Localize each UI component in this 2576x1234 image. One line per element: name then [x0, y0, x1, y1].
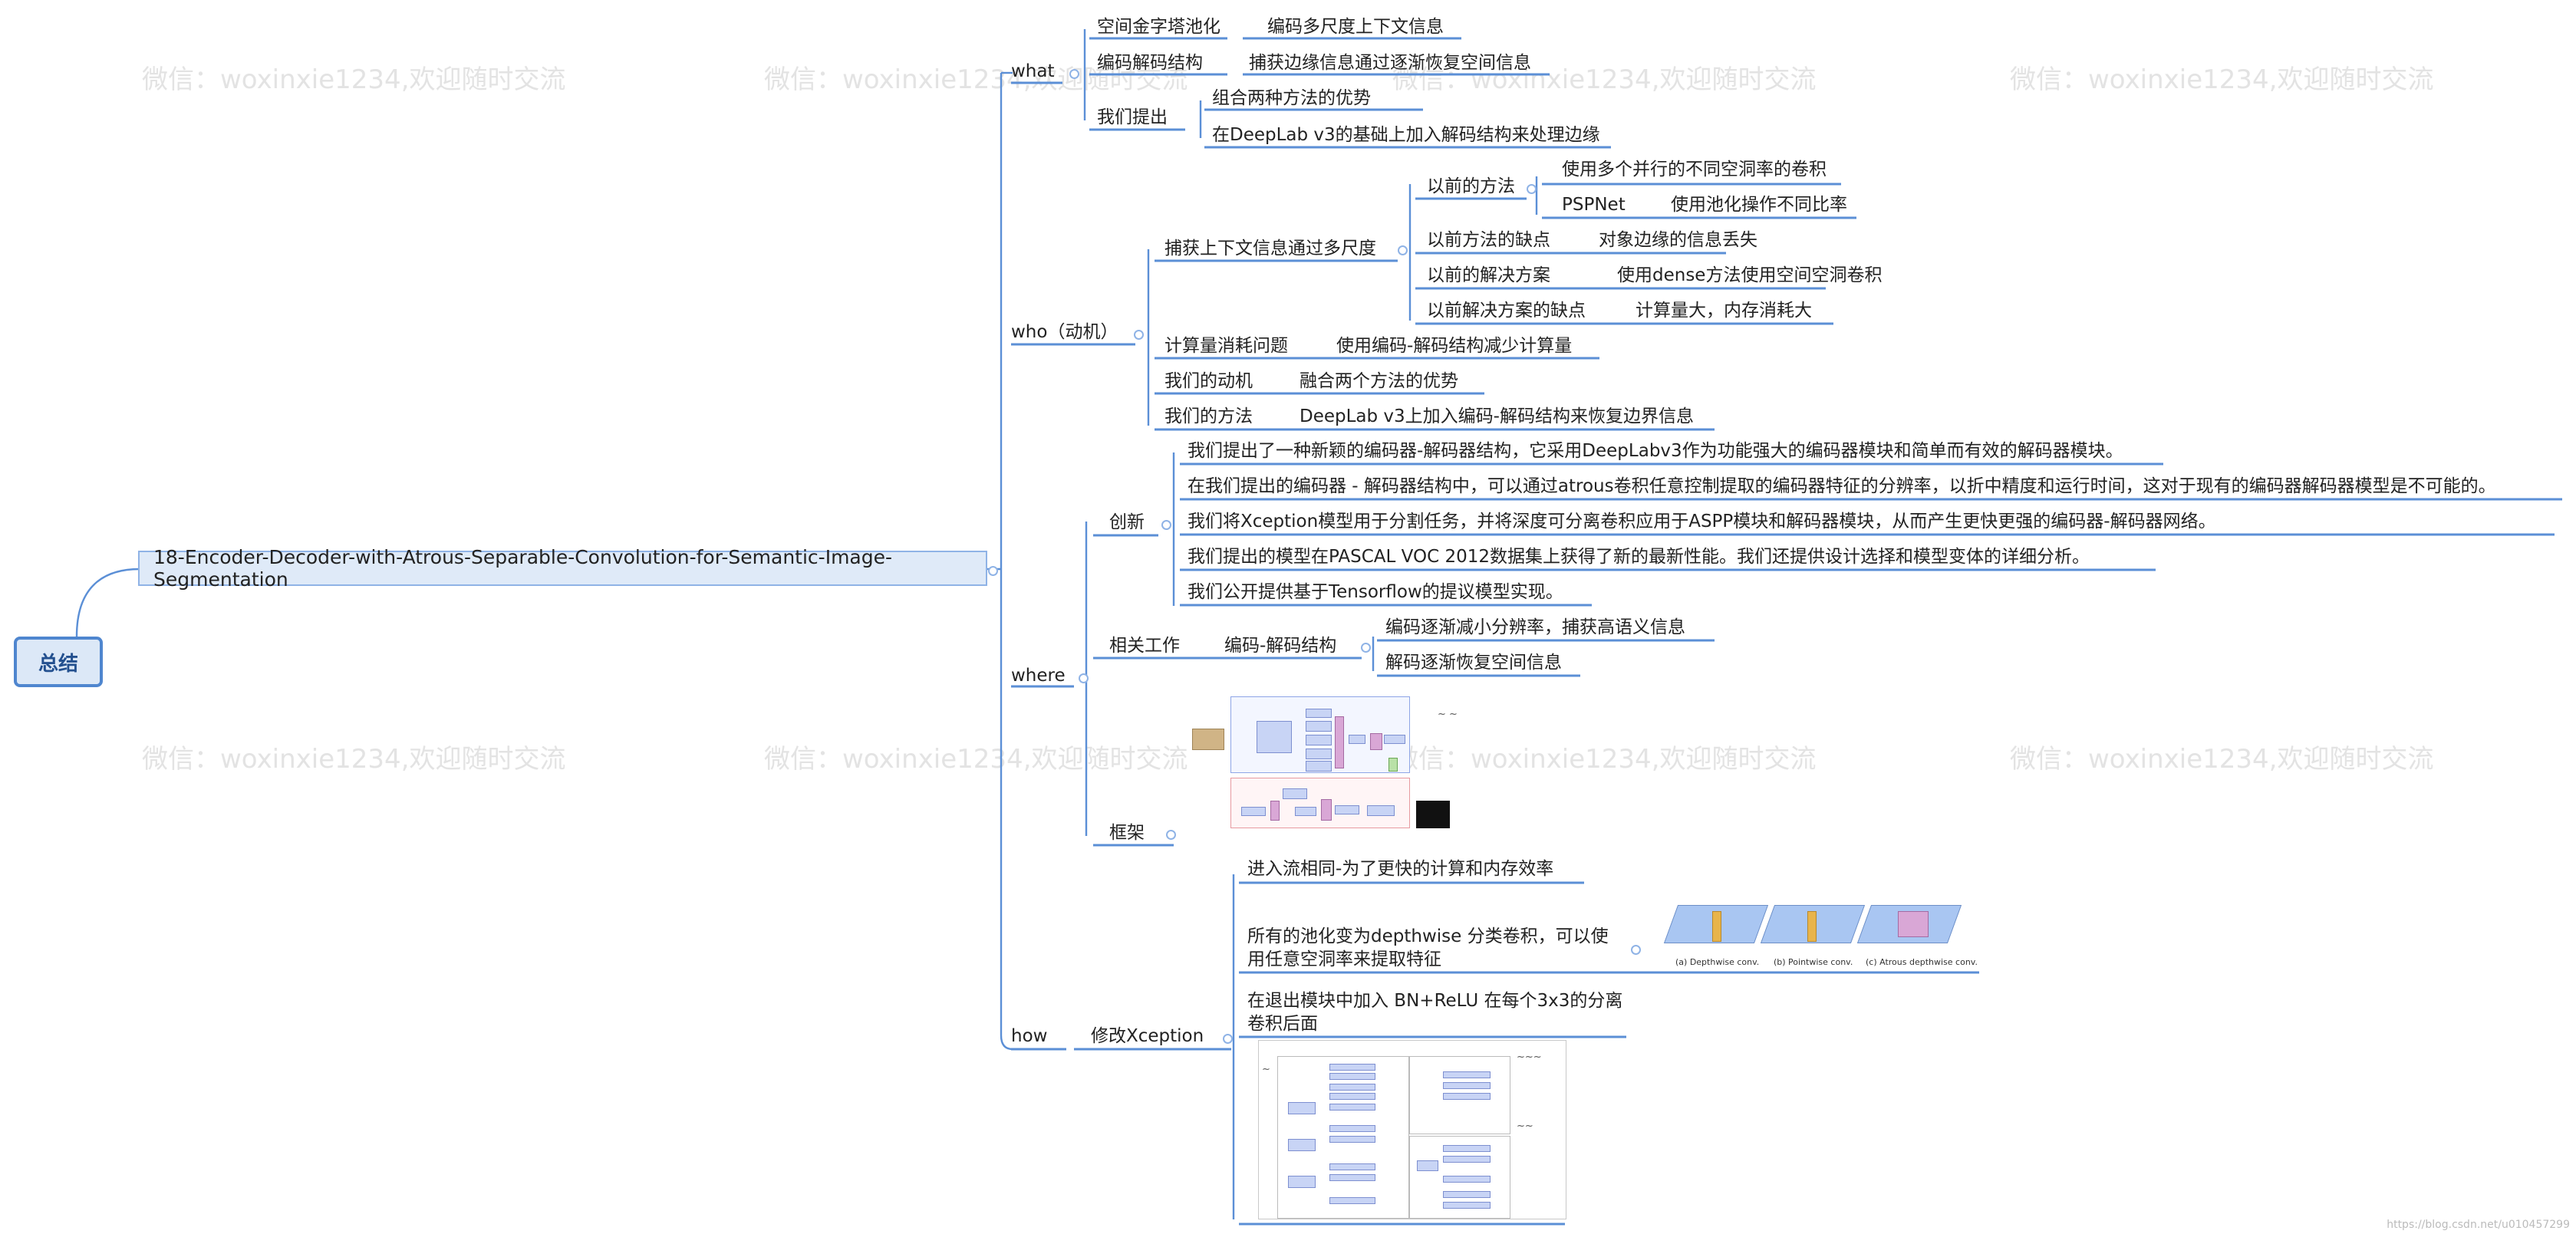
what-item-proposal[interactable]: 我们提出 [1097, 107, 1168, 127]
where-framework[interactable]: 框架 [1109, 823, 1145, 843]
what-proposal-child-2[interactable]: 在DeepLab v3的基础上加入解码结构来处理边缘 [1212, 125, 1600, 145]
watermark: 微信：woxinxie1234,欢迎随时交流 [142, 64, 566, 95]
where-related-grandchild-2[interactable]: 解码逐渐恢复空间信息 [1385, 653, 1562, 673]
innovation-item-1[interactable]: 我们提出了一种新颖的编码器-解码器结构，它采用DeepLabv3作为功能强大的编… [1188, 441, 2123, 461]
root-node[interactable]: 总结 [14, 637, 103, 687]
what-proposal-child-1[interactable]: 组合两种方法的优势 [1212, 88, 1371, 108]
innovation-item-4[interactable]: 我们提出的模型在PASCAL VOC 2012数据集上获得了新的最新性能。我们还… [1188, 547, 2090, 567]
depthwise-conv-figure: (a) Depthwise conv. (b) Pointwise conv. … [1663, 900, 1978, 969]
watermark: 微信：woxinxie1234,欢迎随时交流 [764, 64, 1188, 95]
xception-architecture-figure: ~ ~~~ ~~ [1258, 1040, 1566, 1219]
watermark: 微信：woxinxie1234,欢迎随时交流 [1392, 64, 1817, 95]
who-pspnet-child[interactable]: 使用池化操作不同比率 [1671, 195, 1847, 215]
branch-who[interactable]: who（动机） [1011, 322, 1118, 342]
innovation-item-3[interactable]: 我们将Xception模型用于分割任务，并将深度可分离卷积应用于ASPP模块和解… [1188, 512, 2216, 531]
watermark: 微信：woxinxie1234,欢迎随时交流 [2010, 744, 2434, 775]
who-method[interactable]: 我们的方法 [1164, 406, 1253, 426]
where-related-grandchild-1[interactable]: 编码逐渐减小分辨率，捕获高语义信息 [1385, 617, 1685, 637]
who-motivation-child[interactable]: 融合两个方法的优势 [1300, 371, 1458, 391]
caption-depthwise: (a) Depthwise conv. [1675, 957, 1760, 967]
where-related[interactable]: 相关工作 [1109, 636, 1180, 656]
who-method-child[interactable]: DeepLab v3上加入编码-解码结构来恢复边界信息 [1300, 406, 1694, 426]
who-prev-weak-child[interactable]: 对象边缘的信息丢失 [1599, 230, 1757, 250]
what-item-encdec-child[interactable]: 捕获边缘信息通过逐渐恢复空间信息 [1249, 53, 1531, 73]
who-prev-solution-weak-child[interactable]: 计算量大，内存消耗大 [1636, 301, 1812, 321]
who-prev-methods[interactable]: 以前的方法 [1427, 176, 1515, 196]
framework-figure: ~ ~ [1192, 693, 1468, 831]
xception-item-3[interactable]: 在退出模块中加入 BN+ReLU 在每个3x3的分离卷积后面 [1247, 991, 1623, 1034]
caption-atrous-depthwise: (c) Atrous depthwise conv. [1866, 957, 1978, 967]
what-item-encdec[interactable]: 编码解码结构 [1097, 53, 1203, 73]
collapse-dot[interactable] [1161, 520, 1171, 530]
collapse-dot[interactable] [1398, 245, 1408, 255]
collapse-dot[interactable] [1166, 830, 1176, 840]
who-prev-solution-child[interactable]: 使用dense方法使用空间空洞卷积 [1617, 265, 1883, 285]
collapse-dot[interactable] [1134, 330, 1144, 340]
collapse-dot[interactable] [1069, 69, 1079, 79]
watermark: 微信：woxinxie1234,欢迎随时交流 [1392, 744, 1817, 775]
source-credit: https://blog.csdn.net/u010457299 [2387, 1219, 2570, 1231]
watermark: 微信：woxinxie1234,欢迎随时交流 [764, 744, 1188, 775]
what-item-spp[interactable]: 空间金字塔池化 [1097, 17, 1220, 37]
collapse-dot[interactable] [1079, 673, 1089, 683]
innovation-item-5[interactable]: 我们公开提供基于Tensorflow的提议模型实现。 [1188, 582, 1563, 602]
collapse-dot[interactable] [1631, 945, 1641, 955]
collapse-dot[interactable] [1361, 643, 1371, 653]
branch-what[interactable]: what [1011, 61, 1055, 81]
watermark: 微信：woxinxie1234,欢迎随时交流 [2010, 64, 2434, 95]
branch-how[interactable]: how [1011, 1026, 1048, 1046]
xception-item-2[interactable]: 所有的池化变为depthwise 分类卷积，可以使用任意空洞率来提取特征 [1247, 926, 1609, 969]
paper-title-node[interactable]: 18-Encoder-Decoder-with-Atrous-Separable… [138, 546, 987, 591]
collapse-dot[interactable] [1527, 184, 1537, 194]
who-prev-weak[interactable]: 以前方法的缺点 [1427, 230, 1550, 250]
collapse-dot[interactable] [988, 566, 998, 576]
who-motivation[interactable]: 我们的动机 [1164, 371, 1253, 391]
watermark: 微信：woxinxie1234,欢迎随时交流 [142, 744, 566, 775]
innovation-item-2[interactable]: 在我们提出的编码器 - 解码器结构中，可以通过atrous卷积任意控制提取的编码… [1188, 476, 2496, 496]
who-pspnet[interactable]: PSPNet [1562, 195, 1626, 215]
who-capture[interactable]: 捕获上下文信息通过多尺度 [1164, 239, 1376, 258]
who-prev-methods-child[interactable]: 使用多个并行的不同空洞率的卷积 [1562, 160, 1827, 179]
who-compute[interactable]: 计算量消耗问题 [1164, 336, 1288, 356]
who-prev-solution-weak[interactable]: 以前解决方案的缺点 [1427, 301, 1586, 321]
collapse-dot[interactable] [1223, 1034, 1233, 1044]
who-prev-solution[interactable]: 以前的解决方案 [1427, 265, 1550, 285]
branch-where[interactable]: where [1011, 666, 1066, 686]
how-modify-xception[interactable]: 修改Xception [1091, 1026, 1204, 1046]
what-item-spp-child[interactable]: 编码多尺度上下文信息 [1267, 17, 1444, 37]
caption-pointwise: (b) Pointwise conv. [1774, 957, 1853, 967]
where-innovation[interactable]: 创新 [1109, 512, 1145, 532]
who-compute-child[interactable]: 使用编码-解码结构减少计算量 [1336, 336, 1573, 356]
xception-item-1[interactable]: 进入流相同-为了更快的计算和内存效率 [1247, 859, 1554, 879]
where-related-child[interactable]: 编码-解码结构 [1224, 636, 1337, 656]
